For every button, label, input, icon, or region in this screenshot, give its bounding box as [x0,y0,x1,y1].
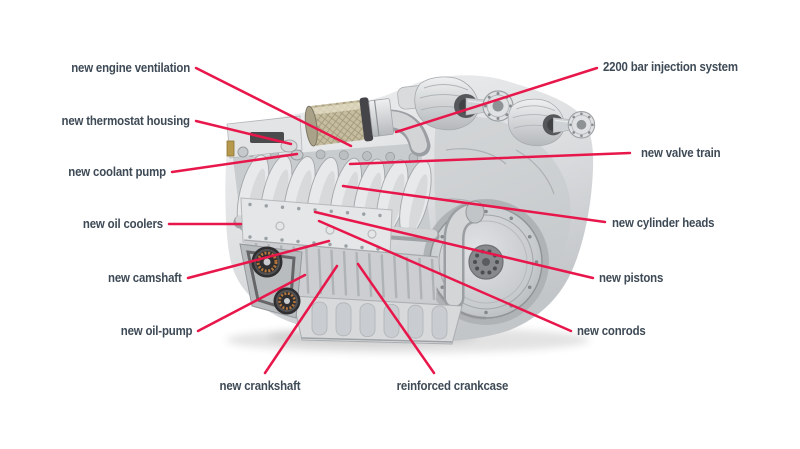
callout-line-reinforced-crankcase [356,262,436,375]
callout-line-pistons [313,210,595,280]
label-reinforced-crankcase: reinforced crankcase [396,378,509,393]
callout-line-thermostat-housing [194,119,293,146]
label-new-cylinder-heads: new cylinder heads [612,215,715,230]
callout-line-valve-train [348,151,632,166]
label-new-conrods: new conrods [577,323,646,338]
callout-line-engine-ventilation [194,66,353,148]
pulley-2 [273,287,301,315]
callout-line-coolant-pump [170,152,299,174]
exhaust-elbow-pipe [443,200,485,309]
callout-line-conrods [317,219,573,333]
air-filter [304,97,395,147]
filter-clamp-ring [359,97,374,142]
pulley-1 [251,246,283,278]
gold-nameplate [226,140,235,157]
label-new-thermostat-housing: new thermostat housing [61,113,191,128]
oil-cooler-bolts [248,202,382,251]
label-new-engine-ventilation: new engine ventilation [71,60,190,75]
callout-line-cylinder-heads [341,184,607,224]
callout-line-camshaft [186,239,331,280]
label-new-crankshaft: new crankshaft [219,378,301,393]
callout-line-injection-system [394,66,599,134]
label-new-pistons: new pistons [599,270,664,285]
turbo-flange [482,90,514,122]
oil-cooler-panel [240,197,393,256]
oil-pan-ribs [311,301,448,340]
oil-pan [291,295,463,345]
callout-line-oil-pump [196,273,307,333]
turbocharger-1 [414,76,514,131]
label-new-valve-train: new valve train [641,145,721,160]
label-new-camshaft: new camshaft [108,270,182,285]
callout-line-crankshaft [263,264,339,375]
callout-lines [167,66,632,375]
label-new-coolant-pump: new coolant pump [68,164,166,179]
label-new-oil-pump: new oil-pump [120,323,192,338]
label-2200-bar-injection-system: 2200 bar injection system [603,59,738,74]
label-new-oil-coolers: new oil coolers [82,216,163,231]
